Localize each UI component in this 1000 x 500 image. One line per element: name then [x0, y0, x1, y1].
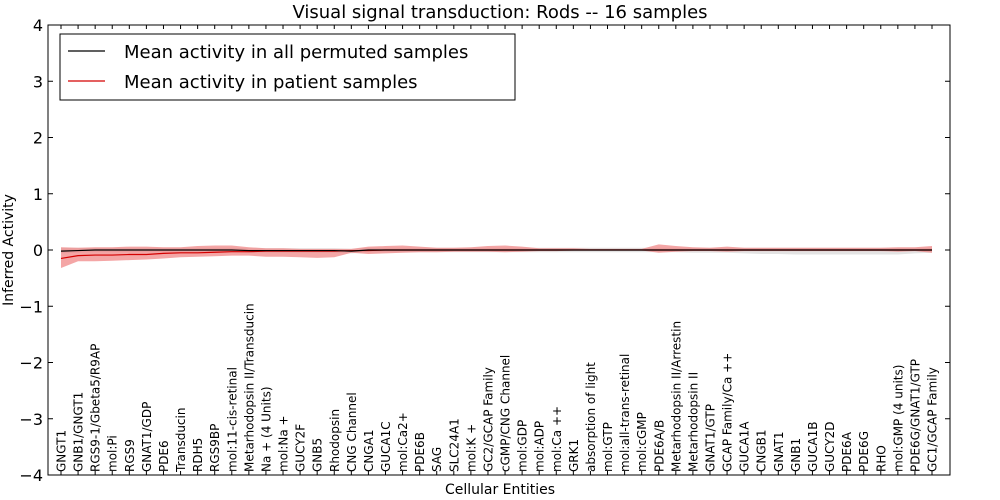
x-tick-label: Transducin	[174, 408, 188, 473]
x-tick-label: PDE6G	[857, 431, 871, 472]
legend-label-permuted: Mean activity in all permuted samples	[124, 42, 468, 63]
x-tick-label: GCAP Family/Ca ++	[721, 353, 735, 472]
x-tick-label: GC2/GCAP Family	[481, 367, 495, 472]
x-tick-label: PDE6A	[840, 431, 854, 472]
x-tick-label: RDH5	[191, 438, 205, 472]
x-tick-label: mol:cGMP	[635, 412, 649, 472]
y-axis: −4 −3 −2 −1 0 1 2 3 4	[19, 16, 950, 485]
x-tick-label: mol:GDP	[516, 420, 530, 472]
legend: Mean activity in all permuted samples Me…	[59, 33, 516, 101]
x-tick-label: GNAT1/GTP	[703, 404, 717, 472]
x-tick-label: PDE6	[157, 440, 171, 472]
x-tick-label: Na + (4 Units)	[259, 386, 273, 472]
x-tick-label: GRK1	[567, 439, 581, 472]
chart-title: Visual signal transduction: Rods -- 16 s…	[292, 2, 707, 23]
x-tick-label: RHO	[874, 445, 888, 472]
x-tick-label: RGS9	[123, 439, 137, 472]
y-tick-label: 2	[33, 129, 43, 148]
x-tick-label: GUCA1B	[806, 421, 820, 472]
x-tick-label: RGS9-1/Gbeta5/R9AP	[89, 344, 103, 472]
x-tick-label: mol:all-trans-retinal	[618, 354, 632, 472]
y-tick-label: −4	[19, 466, 43, 485]
x-tick-label: mol:Na +	[277, 415, 291, 472]
x-tick-label: CNG Channel	[345, 392, 359, 472]
x-tick-label: GNAT1/GDP	[140, 402, 154, 472]
x-tick-label: GNB1	[789, 438, 803, 472]
y-tick-label: −2	[19, 354, 43, 373]
x-tick-label: GUCY2F	[294, 424, 308, 472]
x-tick-label: GUCY2D	[823, 422, 837, 472]
x-tick-label: mol:Ca ++	[550, 406, 564, 472]
x-tick-label: absorption of light	[584, 362, 598, 472]
x-tick-label: GNAT1	[772, 431, 786, 472]
x-tick-label: GUCA1A	[738, 421, 752, 472]
x-tick-label: Metarhodopsin II/Arrestin	[669, 321, 683, 472]
x-tick-label: RGS9BP	[208, 424, 222, 472]
x-tick-label: mol:11-cis-retinal	[225, 367, 239, 472]
y-tick-label: −1	[19, 297, 43, 316]
x-tick-label: GNB5	[311, 438, 325, 472]
x-tick-label: Metarhodopsin II/Transducin	[242, 303, 256, 472]
x-tick-label: PDE6G/GNAT1/GTP	[908, 359, 922, 472]
series-line-0	[60, 249, 932, 252]
x-tick-label: SAG	[430, 447, 444, 472]
y-tick-label: 1	[33, 185, 43, 204]
series-band-1	[61, 244, 932, 268]
y-tick-label: 4	[33, 16, 43, 35]
x-tick-label: mol:Pi	[106, 435, 120, 472]
x-tick-label: CNGA1	[362, 430, 376, 473]
y-tick-label: 3	[33, 72, 43, 91]
x-tick-label: mol:K +	[464, 424, 478, 472]
series-lines	[60, 249, 932, 260]
x-tick-label: mol:GMP (4 units)	[891, 365, 905, 472]
x-tick-label: SLC24A1	[447, 418, 461, 472]
legend-label-patient: Mean activity in patient samples	[124, 72, 418, 93]
x-tick-label: GUCA1C	[379, 421, 393, 472]
y-tick-label: −3	[19, 410, 43, 429]
x-tick-label: PDE6A/B	[652, 420, 666, 472]
y-tick-label: 0	[33, 241, 43, 260]
x-tick-label: GC1/GCAP Family	[926, 367, 940, 472]
legend-box	[59, 33, 516, 101]
x-tick-label: GNB1/GNGT1	[72, 392, 86, 472]
x-tick-label: mol:GTP	[601, 422, 615, 472]
y-axis-label: Inferred Activity	[1, 194, 17, 306]
x-tick-label: cGMP/CNG Channel	[499, 355, 513, 472]
x-tick-label: CNGB1	[755, 429, 769, 472]
x-tick-label: mol:ADP	[533, 421, 547, 472]
x-tick-label: PDE6B	[413, 432, 427, 472]
confidence-bands	[61, 244, 932, 268]
x-tick-label: Metarhodopsin II	[686, 372, 700, 472]
x-tick-label: GNGT1	[55, 430, 69, 472]
x-tick-label: Rhodopsin	[328, 409, 342, 472]
x-axis-label: Cellular Entities	[445, 482, 555, 498]
x-tick-label: mol:Ca2+	[396, 412, 410, 472]
